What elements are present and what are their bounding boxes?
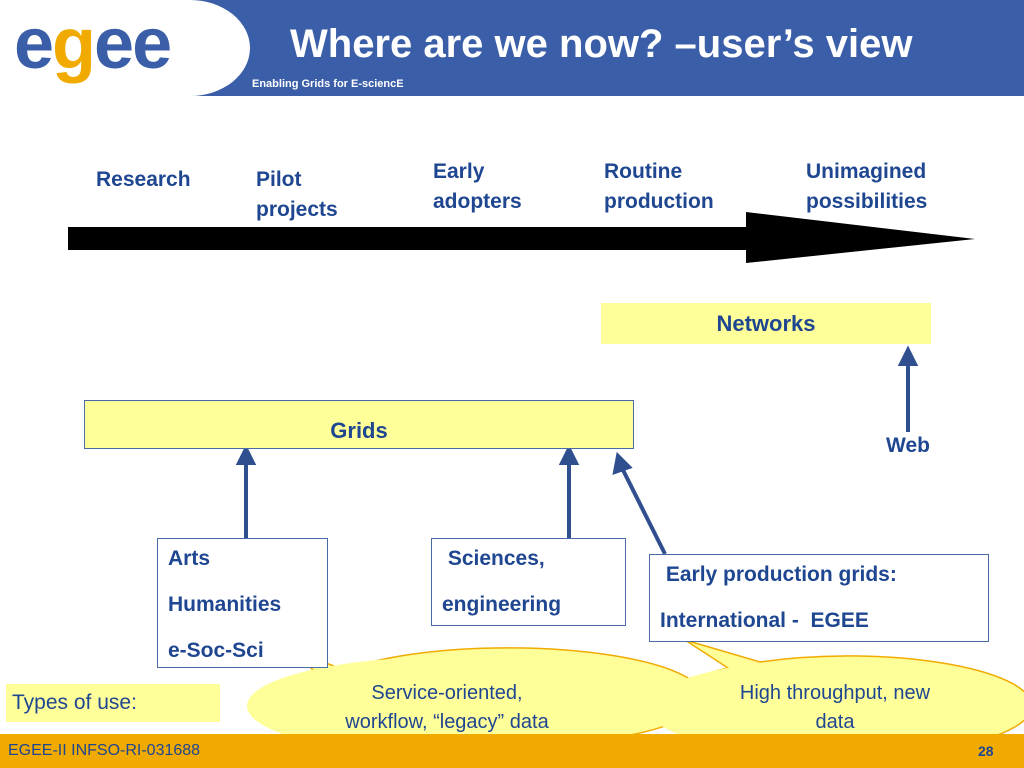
early-production-box: Early production grids: International - … (649, 554, 989, 642)
slide-title: Where are we now? –user’s view (290, 22, 913, 66)
page-number: 28 (978, 743, 994, 759)
grids-box: Grids (84, 400, 634, 449)
logo-area: egee (0, 0, 250, 96)
sciences-box: Sciences, engineering (431, 538, 626, 626)
bubble-service-text: Service-oriented,workflow, “legacy” data (345, 682, 549, 733)
stage-research: Research (96, 168, 191, 191)
web-label: Web (886, 434, 930, 457)
footer-bar (0, 734, 1024, 768)
arts-box: Arts Humanities e-Soc-Sci (157, 538, 328, 668)
types-of-use-label: Types of use: (6, 684, 220, 722)
egee-logo: egee (14, 4, 172, 84)
timeline-arrow (68, 212, 975, 263)
arrow-egee-to-grids (621, 469, 667, 555)
tagline: Enabling Grids for E-sciencE (252, 78, 404, 90)
networks-box: Networks (601, 303, 931, 344)
footer-project-id: EGEE-II INFSO-RI-031688 (8, 742, 201, 759)
